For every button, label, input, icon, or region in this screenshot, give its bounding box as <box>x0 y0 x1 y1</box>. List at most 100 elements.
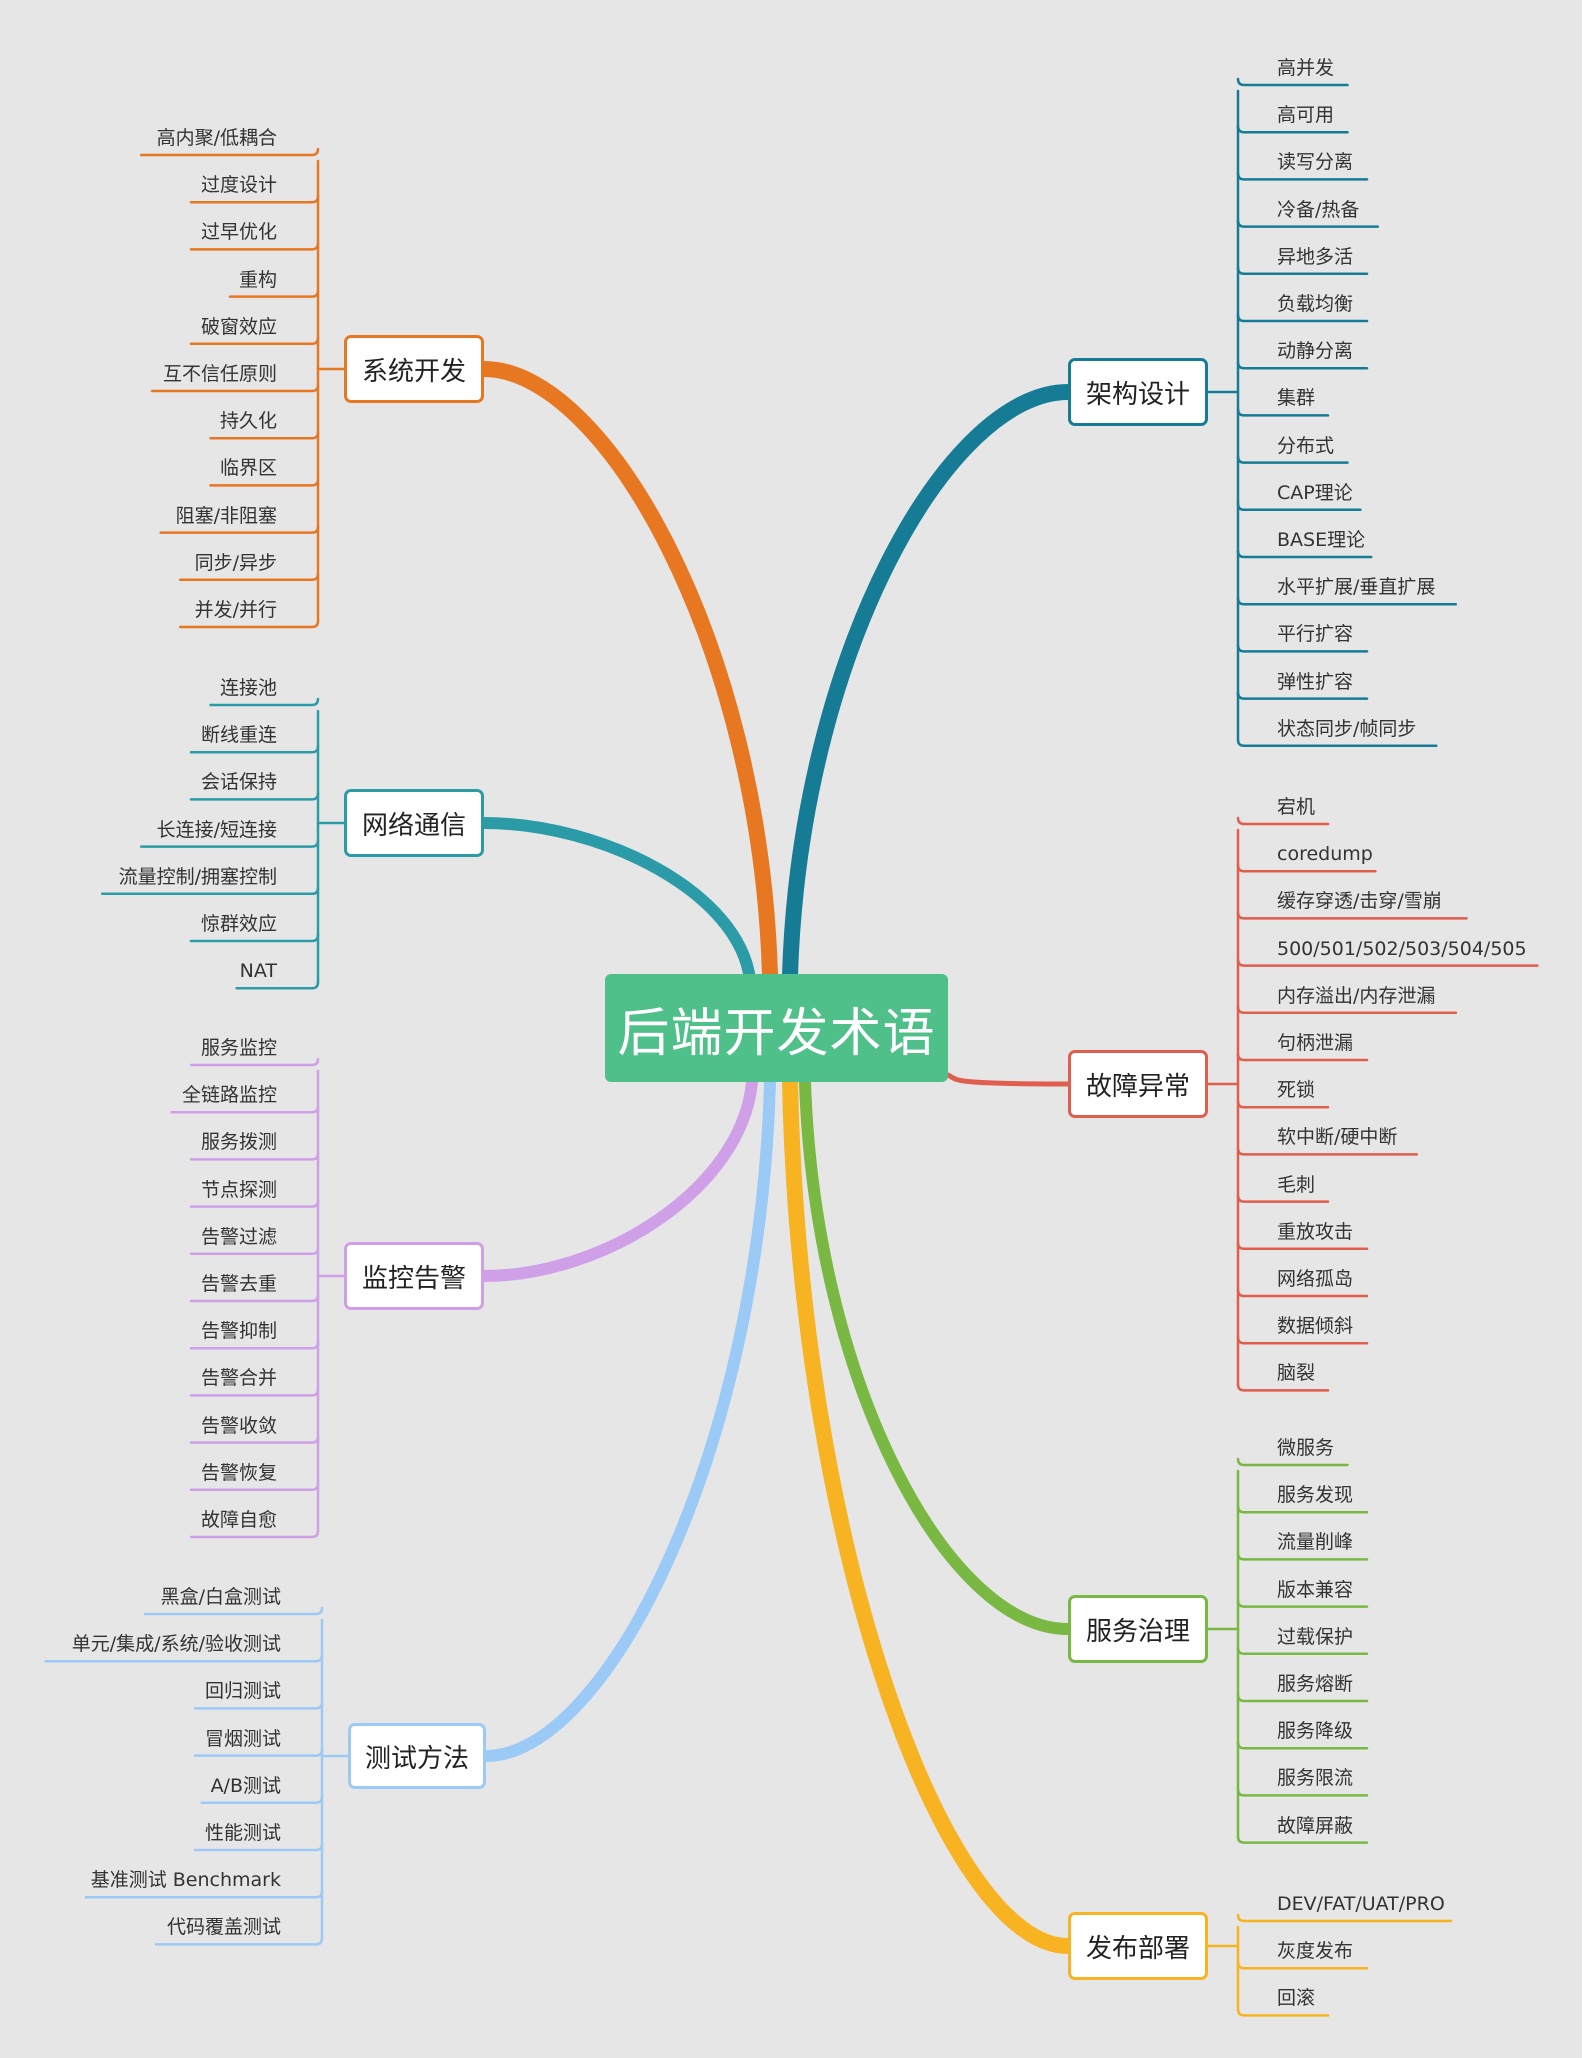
leaf-item[interactable]: 过载保护 <box>1277 1625 1354 1648</box>
leaf-item[interactable]: 断线重连 <box>200 724 277 747</box>
leaf-item[interactable]: 节点探测 <box>200 1178 277 1201</box>
leaf-item[interactable]: 告警收敛 <box>200 1414 277 1437</box>
leaf-item[interactable]: A/B测试 <box>210 1774 281 1797</box>
leaf-item[interactable]: 黑盒/白盒测试 <box>160 1586 281 1608</box>
leaf-item[interactable]: coredump <box>1277 843 1373 866</box>
leaf-line-gov-6 <box>1236 1740 1369 1750</box>
leaf-item[interactable]: 阻塞/非阻塞 <box>175 504 277 527</box>
leaf-item[interactable]: 缓存穿透/击穿/雪崩 <box>1277 890 1442 913</box>
leaf-item[interactable]: 长连接/短连接 <box>156 818 277 841</box>
branch-node-release-deployment[interactable]: 发布部署 <box>1068 1912 1208 1980</box>
leaf-item[interactable]: 平行扩容 <box>1277 623 1354 646</box>
branch-node-monitoring-alerting[interactable]: 监控告警 <box>344 1242 484 1310</box>
branch-node-architecture-design[interactable]: 架构设计 <box>1068 358 1208 426</box>
leaf-item[interactable]: 脑裂 <box>1277 1362 1316 1385</box>
leaf-item[interactable]: 告警抑制 <box>200 1320 277 1343</box>
leaf-item[interactable]: 过度设计 <box>200 174 277 197</box>
leaf-item[interactable]: 宕机 <box>1277 796 1316 818</box>
leaf-item[interactable]: 过早优化 <box>200 221 277 244</box>
leaf-item[interactable]: 全链路监控 <box>181 1084 277 1107</box>
leaf-item[interactable]: 服务降级 <box>1277 1720 1354 1743</box>
leaf-item[interactable]: 内存溢出/内存泄漏 <box>1277 984 1436 1007</box>
leaf-item[interactable]: 持久化 <box>219 410 277 433</box>
leaf-item[interactable]: 回滚 <box>1277 1987 1316 2010</box>
leaf-item[interactable]: 高并发 <box>1277 57 1335 79</box>
leaf-item[interactable]: 冒烟测试 <box>204 1727 281 1750</box>
leaf-item[interactable]: 死锁 <box>1277 1079 1316 1102</box>
leaf-item[interactable]: 动静分离 <box>1277 340 1354 363</box>
leaf-line-fault-7 <box>1236 1147 1419 1156</box>
leaf-line-arch-3 <box>1236 219 1380 228</box>
leaf-item[interactable]: 流量控制/拥塞控制 <box>118 865 277 888</box>
leaf-item[interactable]: 灰度发布 <box>1277 1940 1354 1963</box>
leaf-item[interactable]: 会话保持 <box>200 771 277 794</box>
leaf-item[interactable]: 惊群效应 <box>200 913 277 935</box>
leaf-item[interactable]: 状态同步/帧同步 <box>1277 717 1417 740</box>
leaf-item[interactable]: 高可用 <box>1277 104 1335 127</box>
leaf-item[interactable]: 读写分离 <box>1277 151 1354 174</box>
leaf-line-sys-1 <box>189 194 320 204</box>
leaf-item[interactable]: 弹性扩容 <box>1277 670 1354 693</box>
leaf-item[interactable]: 基准测试 Benchmark <box>90 1869 281 1892</box>
leaf-item[interactable]: 冷备/热备 <box>1277 198 1360 221</box>
leaf-item[interactable]: 负载均衡 <box>1277 293 1354 315</box>
leaf-line-gov-3 <box>1236 1599 1369 1608</box>
leaf-item[interactable]: 异地多活 <box>1277 245 1354 268</box>
leaf-line-fault-8 <box>1236 1194 1330 1203</box>
leaf-item[interactable]: 互不信任原则 <box>162 363 277 385</box>
leaf-item[interactable]: 500/501/502/503/504/505 <box>1277 937 1527 960</box>
leaf-line-arch-7 <box>1236 408 1330 417</box>
leaf-line-gov-8 <box>1236 1835 1369 1844</box>
leaf-item[interactable]: 告警去重 <box>200 1273 277 1295</box>
branch-node-testing-methods[interactable]: 测试方法 <box>348 1723 486 1789</box>
leaf-item[interactable]: BASE理论 <box>1277 529 1366 551</box>
leaf-item[interactable]: 高内聚/低耦合 <box>156 127 277 149</box>
leaf-item[interactable]: 毛刺 <box>1277 1173 1316 1196</box>
leaf-item[interactable]: 重构 <box>238 268 277 291</box>
leaf-item[interactable]: 微服务 <box>1277 1437 1335 1459</box>
branch-node-service-governance[interactable]: 服务治理 <box>1068 1595 1208 1663</box>
leaf-item[interactable]: 连接池 <box>219 677 277 699</box>
leaf-item[interactable]: DEV/FAT/UAT/PRO <box>1277 1893 1445 1915</box>
leaf-item[interactable]: 代码覆盖测试 <box>166 1916 281 1939</box>
leaf-item[interactable]: 数据倾斜 <box>1277 1315 1354 1338</box>
leaf-item[interactable]: 破窗效应 <box>200 315 277 338</box>
leaf-line-sys-4 <box>189 336 320 346</box>
leaf-item[interactable]: 告警过滤 <box>200 1225 277 1248</box>
leaf-item[interactable]: 网络孤岛 <box>1277 1268 1354 1290</box>
leaf-item[interactable]: 服务限流 <box>1277 1767 1354 1790</box>
leaf-item[interactable]: NAT <box>239 960 277 983</box>
leaf-item[interactable]: 并发/并行 <box>194 599 277 621</box>
leaf-item[interactable]: 服务发现 <box>1277 1484 1354 1507</box>
leaf-item[interactable]: 流量削峰 <box>1277 1531 1354 1554</box>
leaf-item[interactable]: 单元/集成/系统/验收测试 <box>71 1633 281 1656</box>
leaf-item[interactable]: 分布式 <box>1277 434 1335 457</box>
leaf-item[interactable]: 告警恢复 <box>200 1461 277 1484</box>
branch-node-faults-exceptions[interactable]: 故障异常 <box>1068 1050 1208 1118</box>
leaf-item[interactable]: 告警合并 <box>200 1367 277 1390</box>
leaf-item[interactable]: 故障自愈 <box>200 1509 277 1531</box>
leaf-item[interactable]: 服务拨测 <box>200 1131 277 1154</box>
leaf-line-fault-11 <box>1236 1335 1369 1345</box>
leaf-item[interactable]: CAP理论 <box>1277 481 1353 504</box>
leaf-item[interactable]: 服务监控 <box>200 1037 277 1059</box>
leaf-item[interactable]: 回归测试 <box>204 1680 281 1703</box>
leaf-item[interactable]: 集群 <box>1277 387 1316 410</box>
connector-dep <box>782 1074 1076 1954</box>
leaf-item[interactable]: 临界区 <box>219 457 277 480</box>
leaf-line-gov-0 <box>1236 1457 1349 1467</box>
root-node[interactable]: 后端开发术语 <box>605 974 948 1082</box>
leaf-item[interactable]: 句柄泄漏 <box>1277 1032 1354 1054</box>
branch-node-network-communication[interactable]: 网络通信 <box>344 789 484 857</box>
leaf-item[interactable]: 同步/异步 <box>194 551 277 574</box>
leaf-item[interactable]: 水平扩展/垂直扩展 <box>1277 576 1436 599</box>
leaf-item[interactable]: 重放攻击 <box>1277 1220 1354 1243</box>
leaf-line-mon-4 <box>189 1246 320 1256</box>
leaf-item[interactable]: 故障屏蔽 <box>1277 1814 1354 1837</box>
leaf-item[interactable]: 性能测试 <box>204 1822 281 1844</box>
leaf-item[interactable]: 服务熔断 <box>1277 1673 1354 1695</box>
leaf-item[interactable]: 版本兼容 <box>1277 1578 1354 1601</box>
leaf-item[interactable]: 软中断/硬中断 <box>1277 1126 1398 1149</box>
branch-node-system-development[interactable]: 系统开发 <box>344 335 484 403</box>
